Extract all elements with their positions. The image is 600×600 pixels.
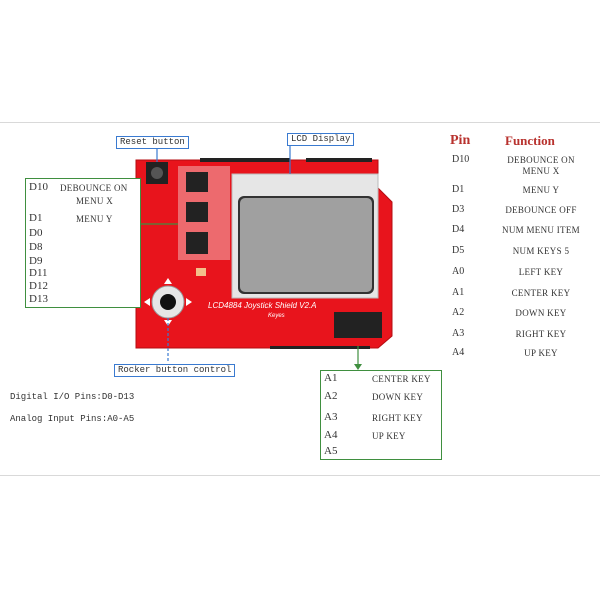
- bottom-box-pin: A4: [324, 429, 338, 441]
- table-pin: A3: [452, 328, 465, 339]
- left-box-pin: D9: [29, 255, 43, 267]
- analog-pins-note: Analog Input Pins:A0-A5: [10, 414, 135, 424]
- table-function: UP KEY: [524, 348, 558, 358]
- left-box-function: DEBOUNCE ON: [60, 183, 128, 193]
- table-header-pin: Pin: [450, 133, 471, 148]
- left-box-pin: D11: [29, 267, 48, 279]
- table-function: MENU X: [522, 166, 560, 176]
- board-name: LCD4884 Joystick Shield V2.A: [208, 301, 317, 310]
- left-box-pin: D0: [29, 227, 43, 239]
- bottom-pin-box: [320, 370, 442, 460]
- bottom-header-pins: [334, 312, 382, 338]
- table-header-function: Function: [505, 133, 555, 148]
- left-box-function: MENU Y: [76, 214, 113, 224]
- table-function: DEBOUNCE OFF: [505, 205, 577, 215]
- table-function: RIGHT KEY: [515, 329, 567, 339]
- table-function: CENTER KEY: [511, 288, 571, 298]
- table-function: NUM KEYS 5: [512, 246, 570, 256]
- board-brand: Keyes: [268, 313, 285, 319]
- left-box-pin: D8: [29, 241, 43, 253]
- table-pin: A4: [452, 347, 465, 358]
- left-box-pin: D12: [29, 280, 48, 292]
- table-pin: D3: [452, 204, 465, 215]
- table-function: LEFT KEY: [518, 267, 564, 277]
- bottom-box-function: UP KEY: [372, 431, 406, 441]
- table-pin: D10: [452, 154, 470, 165]
- bottom-box-function: RIGHT KEY: [372, 413, 423, 423]
- left-box-pin: D13: [29, 293, 48, 305]
- table-function: NUM MENU ITEM: [502, 225, 580, 235]
- left-box-pin: D10: [29, 181, 48, 193]
- bottom-box-pin: A3: [324, 411, 338, 423]
- reset-button-callout: Reset button: [116, 136, 189, 149]
- left-pin-box: [25, 178, 141, 308]
- lcd-display-callout: LCD Display: [287, 133, 355, 146]
- bottom-box-function: CENTER KEY: [372, 374, 431, 384]
- table-pin: A1: [452, 287, 465, 298]
- bottom-box-pin: A5: [324, 445, 338, 457]
- table-pin: A2: [452, 307, 465, 318]
- table-pin: D1: [452, 184, 465, 195]
- lcd-module: [231, 173, 379, 299]
- bottom-box-pin: A1: [324, 372, 338, 384]
- left-box-pin: D1: [29, 212, 43, 224]
- table-pin: D4: [452, 224, 465, 235]
- table-function: DEBOUNCE ON: [507, 155, 575, 165]
- left-box-function: MENU X: [76, 196, 114, 206]
- table-pin: D5: [452, 245, 465, 256]
- top-header-pins: [200, 158, 372, 162]
- bottom-box-pin: A2: [324, 390, 338, 402]
- rocker-control-callout: Rocker button control: [114, 364, 236, 377]
- bottom-box-function: DOWN KEY: [372, 392, 424, 402]
- table-function: DOWN KEY: [515, 308, 567, 318]
- small-connector: [196, 268, 206, 276]
- digital-pins-note: Digital I/O Pins:D0-D13: [10, 392, 135, 402]
- pin-header-block: [178, 166, 230, 260]
- reset-button-graphic: [146, 162, 168, 184]
- table-function: MENU Y: [522, 185, 560, 195]
- diagram-frame: [0, 122, 600, 476]
- table-pin: A0: [452, 266, 465, 277]
